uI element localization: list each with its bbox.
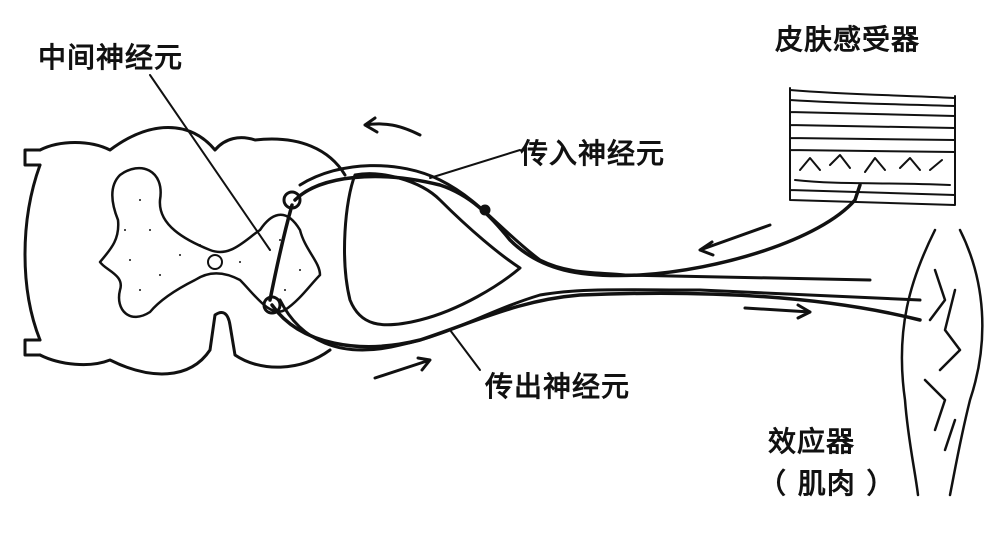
efferent-fiber xyxy=(270,291,922,349)
synapse-lower xyxy=(262,295,282,315)
label-skin-receptor: 皮肤感受器 xyxy=(775,23,921,56)
gray-matter-stipple xyxy=(124,199,301,291)
afferent-cell-body xyxy=(479,204,491,216)
muscle-drawing xyxy=(900,228,984,497)
afferent-pointer xyxy=(429,149,521,179)
arrow-icons xyxy=(363,116,812,380)
interneuron-fiber xyxy=(268,203,294,302)
synapse-upper xyxy=(282,190,302,210)
dorsal-root xyxy=(298,164,872,282)
arrow-right-mid-icon xyxy=(743,303,812,320)
spinal-nerve-left-stub xyxy=(23,148,42,357)
spinal-cord-left-edge xyxy=(23,163,42,342)
gray-matter xyxy=(98,166,322,319)
label-effector: 效应器 xyxy=(768,425,856,458)
label-efferent-neuron: 传出神经元 xyxy=(485,370,631,403)
skin-receptor-drawing xyxy=(789,87,956,206)
label-interneuron: 中间神经元 xyxy=(38,41,184,74)
afferent-fiber xyxy=(293,174,862,278)
arrow-right-bottom-icon xyxy=(373,356,432,380)
label-effector-note: （ 肌肉 ） xyxy=(758,467,896,500)
spinal-cord-outline xyxy=(38,126,347,376)
arrow-left-mid-icon xyxy=(698,223,772,257)
efferent-pointer xyxy=(449,329,481,371)
label-afferent-neuron: 传入神经元 xyxy=(520,137,666,170)
ventral-root xyxy=(278,288,922,352)
arrow-left-top-icon xyxy=(363,116,422,137)
dorsal-root-inner xyxy=(343,172,522,327)
interneuron-pointer xyxy=(149,74,271,251)
central-canal xyxy=(207,254,223,270)
